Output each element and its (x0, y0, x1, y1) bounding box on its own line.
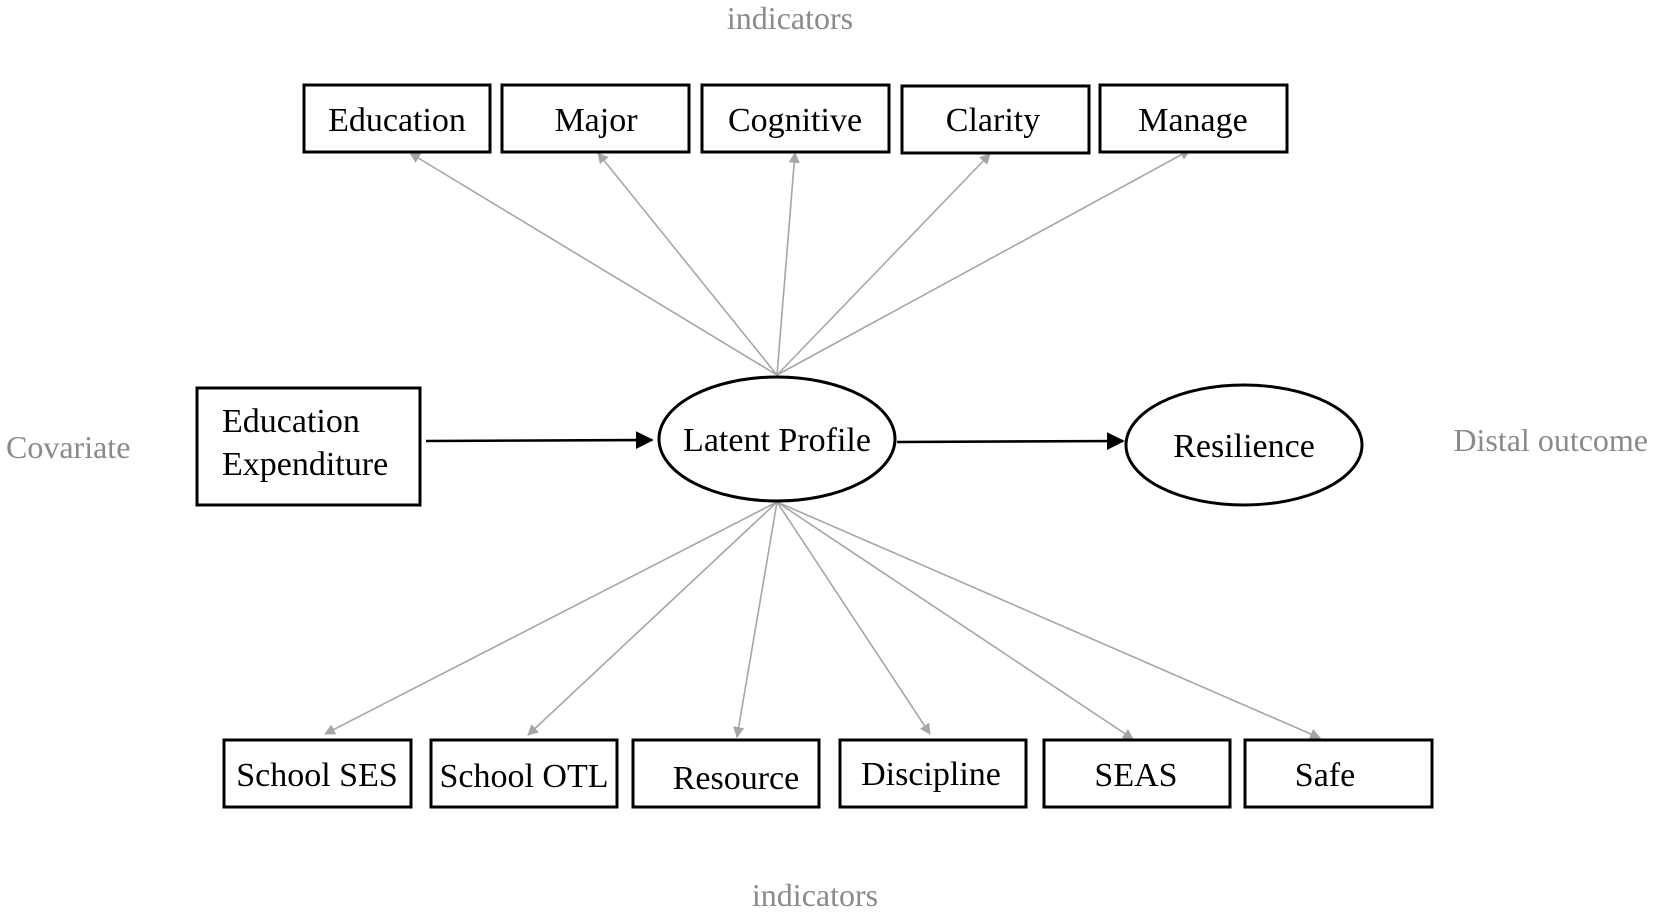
arrow-to-clarity (776, 153, 991, 376)
indicator-box-discipline: Discipline (838, 738, 1028, 809)
indicator-label: Manage (1138, 102, 1248, 139)
top-indicators-label: indicators (727, 0, 853, 36)
arrow-to-school-otl (527, 501, 778, 736)
arrow-to-education (409, 152, 778, 376)
covariate-line-1: Education (222, 403, 360, 440)
top-indicator-arrows (409, 149, 1191, 376)
top-indicator-boxes: Education Major Cognitive Clarity Manage (302, 83, 1289, 155)
indicator-label: School SES (236, 757, 398, 794)
resilience-node: Resilience (1124, 383, 1364, 507)
indicator-box-seas: SEAS (1042, 738, 1232, 809)
indicator-label: Discipline (861, 756, 1001, 793)
distal-outcome-label: Distal outcome (1453, 422, 1648, 458)
indicator-box-clarity: Clarity (900, 84, 1091, 155)
indicator-box-education: Education (302, 83, 492, 154)
indicator-label: Safe (1295, 757, 1355, 794)
arrow-latent-to-resilience (896, 432, 1125, 451)
resilience-label: Resilience (1173, 428, 1315, 465)
arrow-to-major (597, 152, 778, 376)
arrow-to-safe (776, 501, 1322, 740)
covariate-line-2: Expenditure (222, 446, 388, 483)
covariate-label: Covariate (6, 429, 130, 465)
arrow-to-resource (733, 501, 778, 739)
bottom-indicator-arrows (324, 501, 1322, 740)
indicator-label: School OTL (439, 758, 608, 795)
indicator-box-school-otl: School OTL (429, 738, 619, 809)
latent-profile-node: Latent Profile (657, 375, 897, 503)
arrow-to-school-ses (324, 501, 778, 735)
arrow-to-discipline (776, 501, 931, 735)
indicator-box-school-ses: School SES (222, 738, 413, 809)
arrow-to-manage (776, 149, 1191, 376)
indicator-label: Major (554, 102, 638, 139)
arrow-covariate-to-latent (425, 431, 654, 450)
covariate-box: Education Expenditure (195, 386, 422, 507)
arrow-to-cognitive (776, 151, 800, 376)
latent-profile-label: Latent Profile (683, 422, 871, 459)
bottom-indicators-label: indicators (752, 877, 878, 913)
indicator-label: SEAS (1094, 757, 1177, 794)
indicator-label: Education (328, 102, 466, 139)
arrow-to-seas (776, 501, 1134, 740)
bottom-indicator-boxes: School SES School OTL Resource Disciplin… (222, 738, 1434, 809)
indicator-box-safe: Safe (1243, 738, 1434, 809)
indicator-box-manage: Manage (1098, 83, 1289, 154)
indicator-label: Resource (673, 760, 800, 797)
indicator-box-major: Major (500, 83, 691, 154)
indicator-label: Cognitive (728, 102, 862, 139)
indicator-box-resource: Resource (631, 738, 821, 809)
indicator-label: Clarity (946, 102, 1040, 139)
indicator-box-cognitive: Cognitive (700, 83, 891, 154)
